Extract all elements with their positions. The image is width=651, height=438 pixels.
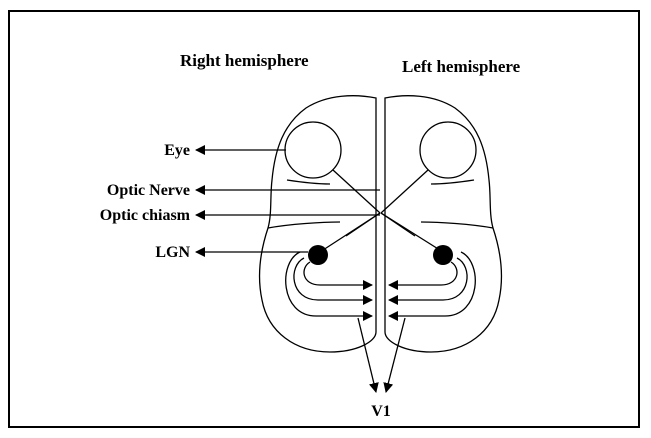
left-radiation-1 xyxy=(389,262,457,285)
left-temporal-boundary xyxy=(431,180,474,184)
left-lgn-nucleus xyxy=(433,245,453,265)
left-hemisphere-outline xyxy=(385,96,501,352)
left-optic-nerve xyxy=(381,170,428,213)
lgn-label: LGN xyxy=(155,244,190,261)
optic-chiasm-label: Optic chiasm xyxy=(100,207,191,224)
left-to-v1-arrow xyxy=(386,318,405,392)
left-lobe-boundary xyxy=(421,222,493,228)
right-tract-stub xyxy=(346,213,380,236)
right-radiation-1 xyxy=(304,262,372,285)
right-optic-nerve xyxy=(333,170,380,213)
optic-nerve-label: Optic Nerve xyxy=(107,182,190,199)
eye-label: Eye xyxy=(164,142,190,159)
right-hemisphere-outline xyxy=(260,96,376,352)
right-lobe-boundary xyxy=(268,222,340,228)
right-to-v1-arrow xyxy=(358,318,376,392)
right-lgn-nucleus xyxy=(308,245,328,265)
left-eye-circle xyxy=(420,122,476,178)
right-temporal-boundary xyxy=(287,180,330,184)
v1-label: V1 xyxy=(371,403,391,420)
left-tract-stub xyxy=(381,213,415,236)
right-hemisphere-heading: Right hemisphere xyxy=(180,51,309,70)
left-hemisphere-heading: Left hemisphere xyxy=(402,57,521,76)
right-eye-circle xyxy=(285,122,341,178)
